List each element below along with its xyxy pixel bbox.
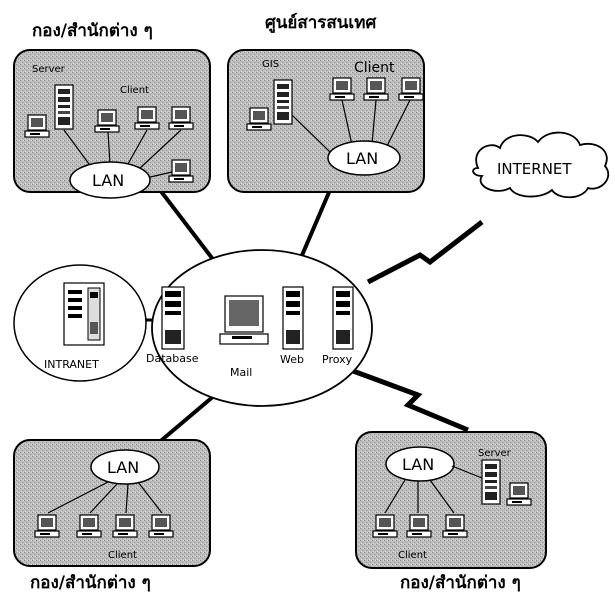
group-top-right: ศูนย์สารสนเทศ GIS Client LAN [227, 12, 425, 193]
database-label: Database [146, 352, 199, 365]
server-label: Server [32, 64, 66, 75]
client-label: Client [398, 550, 427, 561]
link-top-right [298, 189, 332, 261]
lan-cloud [385, 446, 455, 482]
central-servers: Database Mail Web Proxy [146, 249, 373, 407]
mail-label: Mail [230, 366, 252, 379]
server-icon [54, 84, 74, 130]
client-icon [329, 77, 355, 101]
gis-server-icon [273, 79, 293, 125]
client-label: Client [120, 85, 149, 96]
internet-label: INTERNET [497, 160, 572, 178]
link-top-left [158, 188, 217, 264]
mail-server-icon [219, 295, 269, 345]
client-icon [372, 514, 398, 538]
monitor-icon [246, 107, 272, 131]
link-bottom-right-lightning [344, 365, 469, 433]
lan-label: LAN [107, 458, 139, 477]
client-label: Client [354, 60, 395, 76]
client-icon [94, 109, 120, 133]
internet-cloud: INTERNET [472, 131, 610, 199]
client-label: Client [108, 550, 137, 561]
proxy-server-icon [332, 286, 354, 350]
rack-server-icon [63, 282, 105, 346]
group-title: กอง/สำนักต่าง ๆ [32, 21, 153, 41]
group-title: ศูนย์สารสนเทศ [265, 12, 377, 34]
server-icon [481, 459, 501, 505]
client-icon [363, 77, 389, 101]
group-title: กอง/สำนักต่าง ๆ [400, 573, 521, 593]
client-icon [168, 106, 194, 130]
group-bottom-left: LAN Client กอง/สำนักต่าง ๆ [13, 439, 211, 593]
lan-label: LAN [92, 171, 124, 190]
server-label: Server [478, 448, 512, 459]
client-icon [398, 77, 424, 101]
group-title: กอง/สำนักต่าง ๆ [30, 573, 151, 593]
client-icon [148, 514, 174, 538]
client-icon [406, 514, 432, 538]
proxy-label: Proxy [322, 353, 353, 366]
client-icon [34, 514, 60, 538]
monitor-icon [506, 482, 532, 506]
client-icon [112, 514, 138, 538]
group-top-left: กอง/สำนักต่าง ๆ Server Client LAN [13, 21, 211, 199]
lan-cloud [69, 161, 151, 199]
web-server-icon [282, 286, 304, 350]
client-icon [168, 159, 194, 183]
client-icon [442, 514, 468, 538]
group-bottom-right: LAN Server Client กอง/สำนักต่าง ๆ [355, 431, 547, 593]
web-label: Web [280, 353, 304, 366]
client-icon [76, 514, 102, 538]
client-icon [134, 106, 160, 130]
gis-label: GIS [262, 59, 279, 70]
intranet-label: INTRANET [44, 358, 99, 371]
lan-cloud [327, 140, 401, 176]
database-server-icon [161, 286, 185, 350]
lan-label: LAN [402, 455, 434, 474]
link-internet-lightning [366, 220, 484, 285]
lan-cloud [90, 449, 160, 485]
lan-label: LAN [346, 149, 378, 168]
intranet: INTRANET [13, 264, 147, 382]
monitor-icon [24, 114, 50, 138]
